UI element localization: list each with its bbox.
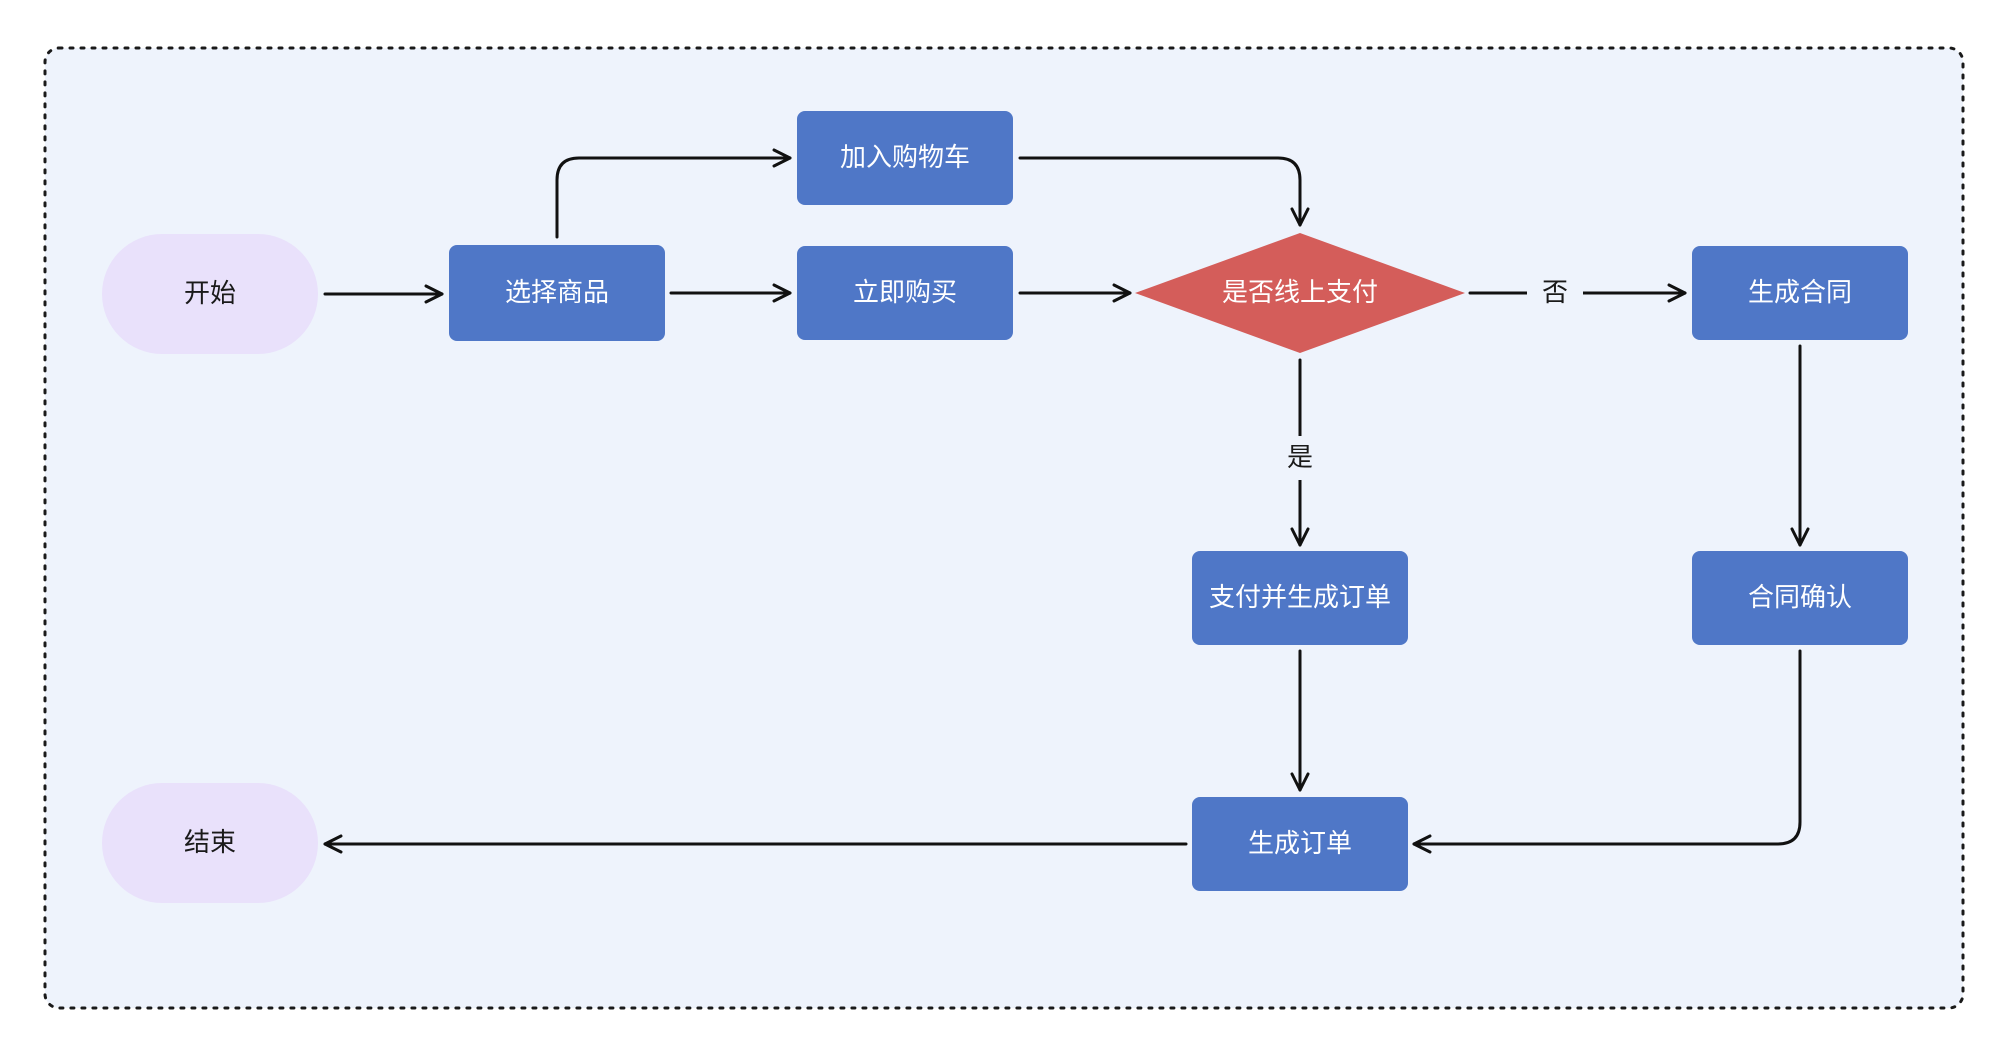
process-box [1692, 246, 1908, 340]
process-box [1192, 797, 1408, 891]
node-pay[interactable]: 支付并生成订单 [1192, 551, 1408, 645]
edge-label-background [1278, 436, 1322, 480]
node-contract[interactable]: 生成合同 [1692, 246, 1908, 340]
node-order[interactable]: 生成订单 [1192, 797, 1408, 891]
node-label-order: 生成订单 [1248, 829, 1352, 859]
decision-diamond-icon [1135, 233, 1465, 353]
edges-layer [323, 148, 1810, 854]
node-buy[interactable]: 立即购买 [797, 246, 1013, 340]
node-label-online: 是否线上支付 [1222, 278, 1378, 308]
node-label-cart: 加入购物车 [840, 143, 970, 173]
node-online[interactable]: 是否线上支付 [1135, 233, 1465, 353]
node-label-confirm: 合同确认 [1748, 583, 1852, 613]
node-end[interactable]: 结束 [102, 783, 318, 903]
node-label-select: 选择商品 [505, 278, 609, 308]
node-label-end: 结束 [184, 828, 236, 858]
process-box [797, 246, 1013, 340]
node-confirm[interactable]: 合同确认 [1692, 551, 1908, 645]
edge-label-background [1527, 273, 1583, 313]
node-select[interactable]: 选择商品 [449, 245, 665, 341]
process-box [1692, 551, 1908, 645]
node-start[interactable]: 开始 [102, 234, 318, 354]
node-cart[interactable]: 加入购物车 [797, 111, 1013, 205]
terminal-pill-icon [102, 234, 318, 354]
node-label-buy: 立即购买 [853, 278, 957, 308]
node-label-start: 开始 [184, 279, 236, 309]
terminal-pill-icon [102, 783, 318, 903]
process-box [1192, 551, 1408, 645]
node-label-pay: 支付并生成订单 [1209, 583, 1391, 613]
node-label-contract: 生成合同 [1748, 278, 1852, 308]
edge-confirm-order [1412, 649, 1802, 854]
edge-label-online-pay: 是 [1287, 443, 1313, 473]
edge-select-cart [555, 148, 792, 239]
process-box [449, 245, 665, 341]
process-box [797, 111, 1013, 205]
edge-labels-layer: 否是 [1278, 273, 1583, 480]
edge-label-online-contract: 否 [1542, 278, 1568, 308]
edge-cart-online [1018, 156, 1310, 227]
